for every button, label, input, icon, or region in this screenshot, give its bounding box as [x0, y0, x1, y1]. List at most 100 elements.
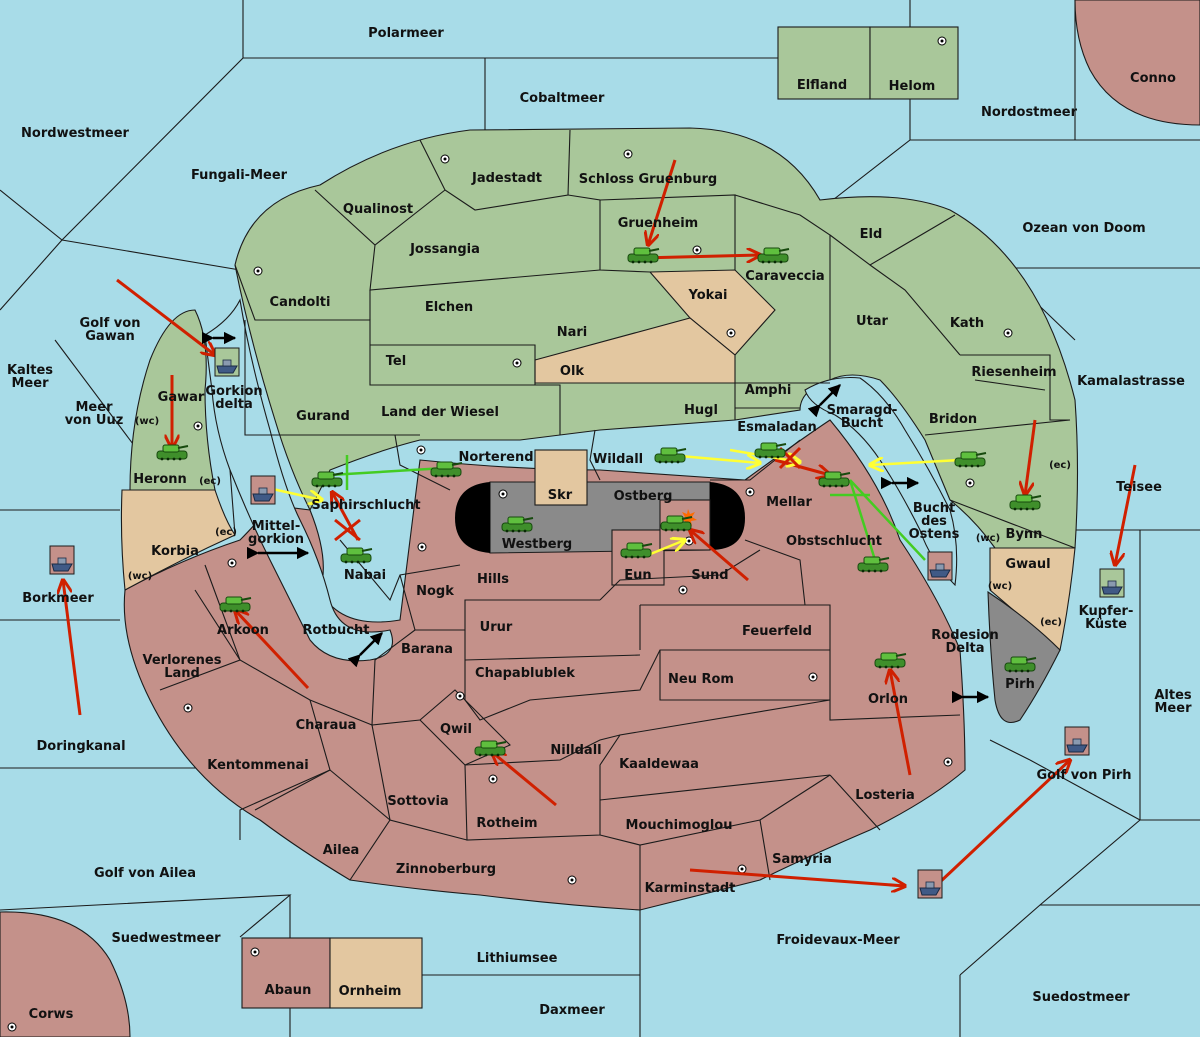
supply-center-westberg — [498, 489, 508, 499]
supply-center-zinnoberburg — [567, 875, 577, 885]
province-elfland[interactable] — [777, 26, 871, 100]
supply-center-gruenheim — [692, 245, 702, 255]
label-feuerfeld: Feuerfeld — [742, 624, 812, 639]
label-mellar: Mellar — [766, 495, 812, 510]
support-hold-orders — [329, 455, 926, 561]
label-helom: Helom — [889, 79, 936, 94]
green-province-borders — [130, 129, 1076, 549]
supply-center-abaun — [250, 947, 260, 957]
supply-center-tel — [512, 358, 522, 368]
fleet-kupfer-kueste — [1099, 568, 1125, 598]
move-orders — [63, 159, 1137, 886]
supply-center-jadestadt — [440, 154, 450, 164]
label-qualinost: Qualinost — [343, 202, 413, 217]
province-ornheim[interactable] — [329, 937, 423, 1009]
label-samyria: Samyria — [772, 852, 832, 867]
sea-mittelgorkion[interactable] — [204, 298, 394, 662]
label-nilldall: Nilldall — [550, 743, 601, 758]
coast-tag-gwaul-wc: (wc) — [988, 581, 1012, 592]
label-golf-pirh: Golf von Pirh — [1036, 768, 1131, 783]
label-riesenheim: Riesenheim — [971, 365, 1056, 380]
label-elfland: Elfland — [797, 78, 847, 93]
supply-center-rotheim — [488, 774, 498, 784]
coast-tag-gwaul-ec: (ec) — [1040, 617, 1062, 628]
label-land-wiesel: Land der Wiesel — [381, 405, 499, 420]
sea-labels: Polarmeer Cobaltmeer Nordwestmeer Fungal… — [7, 26, 1192, 1018]
label-caraveccia: Caraveccia — [745, 269, 824, 284]
label-esmaladan: Esmaladan — [737, 420, 817, 435]
label-charaua: Charaua — [296, 718, 357, 733]
label-qwil: Qwil — [440, 722, 472, 737]
label-skr: Skr — [548, 488, 573, 503]
province-conno[interactable] — [1074, 0, 1200, 126]
supply-center-norterend — [416, 445, 426, 455]
label-golf-ailea: Golf von Ailea — [94, 866, 196, 881]
bounce-marks — [334, 446, 802, 542]
label-polarmeer: Polarmeer — [368, 26, 444, 41]
label-kath: Kath — [950, 316, 984, 331]
label-ostberg: Ostberg — [614, 489, 673, 504]
province-yokai[interactable] — [648, 269, 776, 356]
label-daxmeer: Daxmeer — [539, 1003, 605, 1018]
label-korbia: Korbia — [151, 544, 199, 559]
label-ozean: Ozean von Doom — [1022, 221, 1145, 236]
label-norterend: Norterend — [458, 450, 533, 465]
label-orlon: Orlon — [868, 692, 908, 707]
label-mittelgorkion: Mittel-gorkion — [248, 519, 304, 547]
label-zinnoberburg: Zinnoberburg — [396, 862, 496, 877]
coast-tag-bynn-ec: (ec) — [1049, 460, 1071, 471]
label-utar: Utar — [856, 314, 889, 329]
label-nogk: Nogk — [416, 584, 454, 599]
label-cobaltmeer: Cobaltmeer — [520, 91, 605, 106]
label-hugl: Hugl — [684, 403, 718, 418]
supply-center-karminstadt — [737, 864, 747, 874]
supply-center-corws — [7, 1022, 17, 1032]
label-saphirschlucht: Saphirschlucht — [311, 498, 420, 513]
label-eld: Eld — [860, 227, 883, 242]
label-gawar: Gawar — [158, 390, 205, 405]
fleet-bucht-ostens — [927, 551, 953, 581]
label-gruenheim: Gruenheim — [618, 216, 698, 231]
supply-center-sund — [684, 536, 694, 546]
label-bridon: Bridon — [929, 412, 977, 427]
label-sund: Sund — [691, 568, 728, 583]
fleet-borkmeer — [49, 545, 75, 575]
supply-center-hills — [678, 585, 688, 595]
label-suedwestmeer: Suedwestmeer — [111, 931, 221, 946]
label-chapablublek: Chapablublek — [475, 666, 575, 681]
supply-center-bridon — [965, 478, 975, 488]
coast-tag-korbia-ec: (ec) — [215, 527, 237, 538]
province-korbia[interactable] — [120, 489, 236, 591]
label-smaragd: Smaragd-Bucht — [827, 403, 898, 431]
label-barana: Barana — [401, 642, 453, 657]
label-neu-rom: Neu Rom — [668, 672, 734, 687]
supply-center-mellar — [745, 487, 755, 497]
label-hills: Hills — [477, 572, 509, 587]
label-mouchimoglou: Mouchimoglou — [626, 818, 733, 833]
label-suedostmeer: Suedostmeer — [1032, 990, 1130, 1005]
label-westberg: Westberg — [502, 537, 572, 552]
label-arkoon: Arkoon — [217, 623, 269, 638]
mountain-cap-west — [455, 482, 490, 553]
province-corws[interactable] — [0, 911, 131, 1037]
supply-center-gawar — [193, 421, 203, 431]
mountain-cap-east — [710, 482, 745, 550]
label-rotheim: Rotheim — [476, 816, 537, 831]
coast-tag-heronn-ec: (ec) — [199, 476, 221, 487]
supply-centers — [7, 36, 1013, 1032]
supply-center-candolti — [253, 266, 263, 276]
province-skr[interactable] — [534, 449, 588, 506]
label-urur: Urur — [480, 620, 513, 635]
supply-center-qwil — [455, 691, 465, 701]
coast-tag-korbia-wc: (wc) — [128, 571, 152, 582]
label-lithiumsee: Lithiumsee — [477, 951, 558, 966]
label-eun: Eun — [624, 568, 651, 583]
label-losteria: Losteria — [855, 788, 915, 803]
